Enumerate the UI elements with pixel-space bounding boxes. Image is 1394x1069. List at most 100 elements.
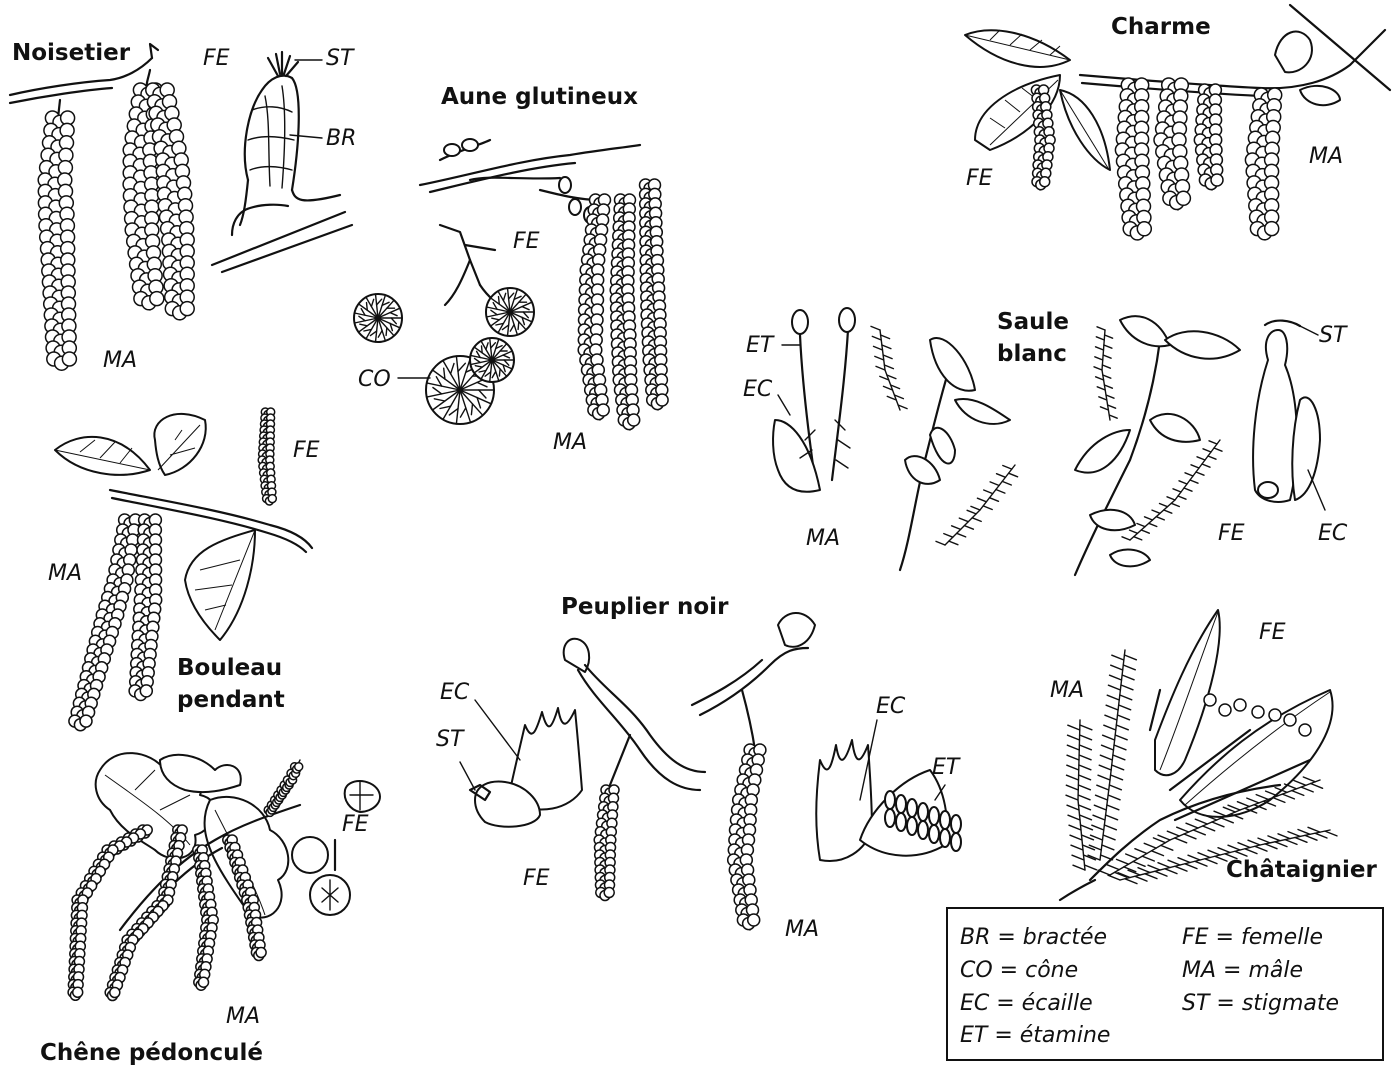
label-aune-co: CO [358,367,391,393]
label-chene-fe: FE [342,812,369,838]
peuplier-stamen [896,795,906,813]
aune-cone [486,288,534,336]
saule-fe-catkin [1094,327,1117,420]
charme-catkin [1154,78,1190,210]
chataignier-fe-flower [1252,706,1264,718]
label-peuplier-st: ST [436,727,463,753]
chene-catkin [193,845,218,990]
label-peuplier-fe: FE [523,866,550,892]
charme-male-catkins [1115,78,1281,240]
chene-catkin [68,825,152,1000]
label-saule-st: ST [1319,323,1346,349]
label-peuplier-et: ET [932,755,959,781]
label-peuplier-ma: MA [785,917,819,943]
label-aune-fe: FE [513,229,540,255]
peuplier-stamen [929,825,939,843]
species-name-charme: Charme [1111,12,1211,42]
saule-ma-catkin [871,326,907,410]
noisetier-male-catkins [38,83,194,370]
chataignier-catkin [1088,650,1136,860]
label-bouleau-fe: FE [293,438,320,464]
label-noisetier-br: BR [326,126,356,152]
species-name-chataignier: Châtaignier [1226,855,1377,885]
peuplier-stamen [896,813,906,831]
label-noisetier-ma: MA [103,348,137,374]
noisetier-catkin [38,111,76,370]
label-saule-ma: MA [806,526,840,552]
aune-catkin [578,194,610,420]
label-saule-ec-male: EC [743,377,772,403]
label-aune-ma: MA [553,430,587,456]
peuplier-fe-catkin-body [594,785,619,901]
peuplier-stamen [885,791,895,809]
species-name-chene: Chêne pédonculé [40,1038,263,1068]
bouleau-catkin [69,514,141,731]
noisetier-drawing [10,44,352,370]
aune-cone [470,338,514,382]
peuplier-stamen [951,815,961,833]
species-name-saule-line2: blanc [997,339,1067,369]
chataignier-catkin [1066,720,1097,870]
legend-fe: FE = femelle [1182,924,1323,952]
label-bouleau-ma: MA [48,561,82,587]
label-chene-ma: MA [226,1004,260,1030]
legend-ec: EC = écaille [960,990,1093,1018]
saule-fe-catkin [1122,440,1222,540]
charme-catkin [1115,78,1151,240]
label-chataignier-ma: MA [1050,678,1084,704]
species-name-bouleau-line1: Bouleau [177,653,282,683]
bouleau-female-catkin [258,408,276,505]
peuplier-stamen [918,803,928,821]
bouleau-male-catkins [69,514,162,731]
peuplier-female-catkin [594,785,619,901]
species-name-noisetier: Noisetier [12,38,130,68]
chataignier-fe-flower [1299,724,1311,736]
label-peuplier-ec-female: EC [440,680,469,706]
bouleau-fe-catkin [258,408,276,505]
peuplier-stamen [885,809,895,827]
label-charme-ma: MA [1309,144,1343,170]
species-name-peuplier: Peuplier noir [561,592,728,622]
aune-cone [354,294,402,342]
chataignier-fe-flower [1269,709,1281,721]
aune-cones [354,288,534,424]
peuplier-stamen [918,821,928,839]
peuplier-ma-catkin-body [728,744,766,930]
aune-male-catkins [578,179,668,430]
peuplier-stamen [907,817,917,835]
legend-et: ET = étamine [960,1022,1110,1050]
aune-catkin [610,194,640,430]
chataignier-fe-flower [1234,699,1246,711]
chataignier-fe-flower [1219,704,1231,716]
peuplier-stamen [907,799,917,817]
label-chataignier-fe: FE [1259,620,1286,646]
peuplier-male-catkin [728,744,766,930]
label-noisetier-fe: FE [203,46,230,72]
legend-box: BR = bractée FE = femelle CO = cône MA =… [946,907,1384,1061]
label-saule-fe: FE [1218,521,1245,547]
legend-br: BR = bractée [960,924,1107,952]
peuplier-stamen [929,807,939,825]
label-saule-ec-female: EC [1318,521,1347,547]
species-name-bouleau-line2: pendant [177,685,285,715]
peuplier-stamen [940,811,950,829]
species-name-aune: Aune glutineux [441,82,638,112]
charme-catkin [1194,84,1223,190]
label-peuplier-ec-male: EC [876,694,905,720]
legend-st: ST = stigmate [1182,990,1339,1018]
peuplier-stamen [940,829,950,847]
chene-catkin [264,760,303,816]
label-noisetier-st: ST [326,46,353,72]
legend-ma: MA = mâle [1182,957,1303,985]
aune-drawing [354,139,668,430]
chataignier-fe-flower [1204,694,1216,706]
chene-drawing [68,753,380,1000]
label-charme-fe: FE [966,166,993,192]
saule-ma-catkin [936,465,1018,545]
legend-co: CO = cône [960,957,1078,985]
aune-catkin [640,179,669,410]
charme-catkin [1245,88,1281,240]
label-saule-et: ET [746,333,773,359]
peuplier-stamen [951,833,961,851]
chataignier-fe-flower [1284,714,1296,726]
